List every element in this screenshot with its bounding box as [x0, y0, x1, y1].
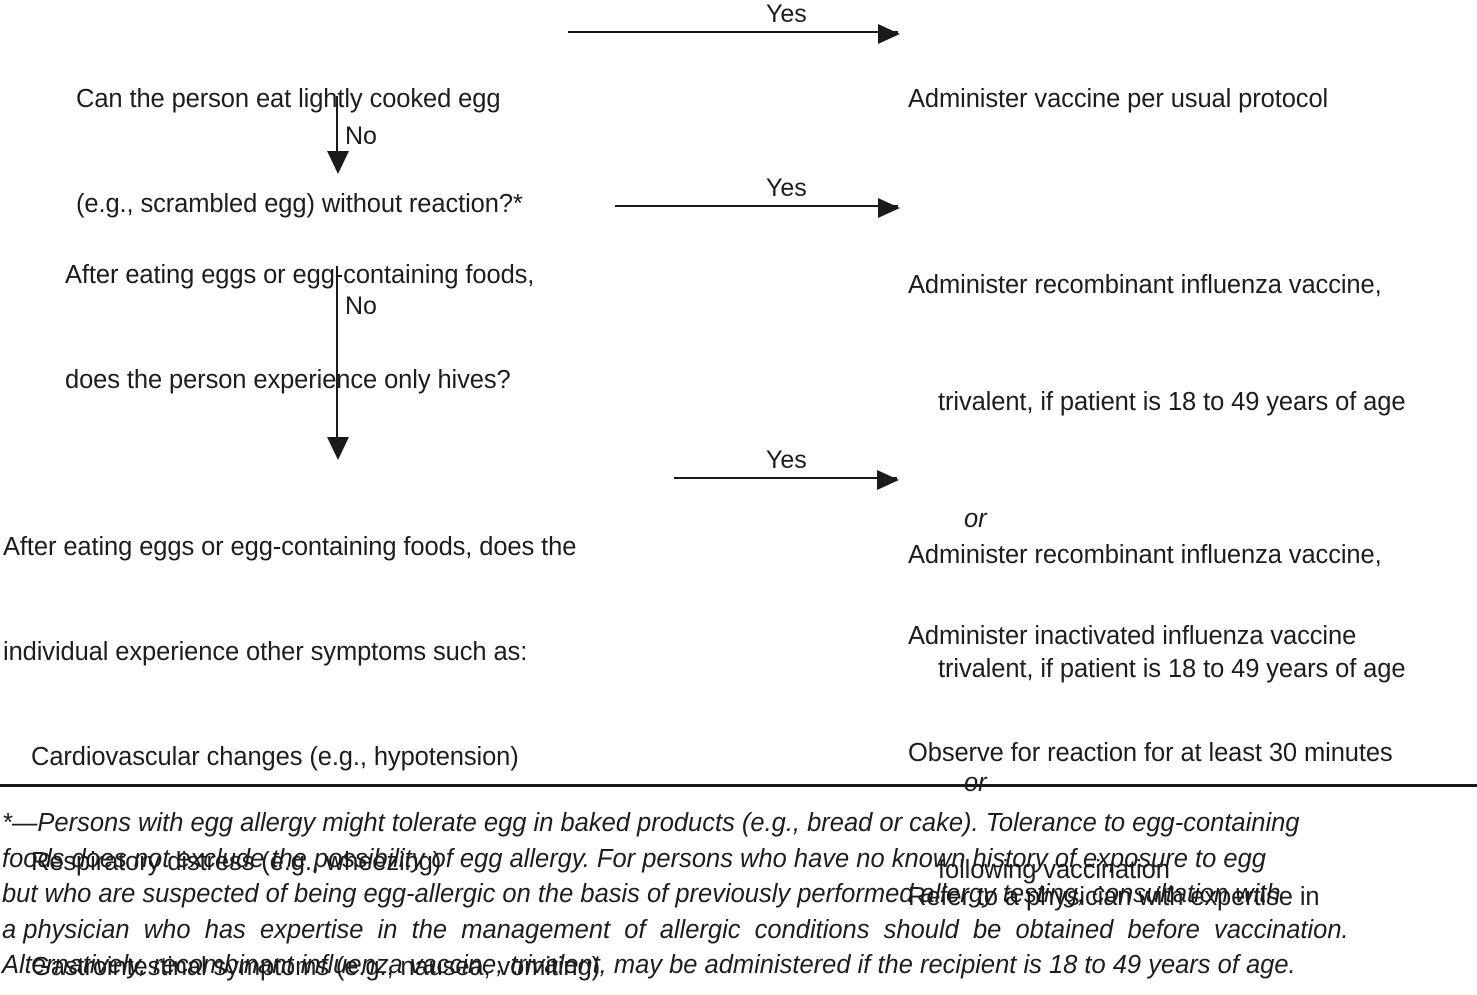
outcome-3-line-3: Refer to a physician with expertise in — [908, 883, 1320, 911]
question-1-line-2: (e.g., scrambled egg) without reaction?* — [76, 190, 523, 218]
question-3-line-2: individual experience other symptoms suc… — [3, 638, 528, 666]
footnote-line-5: Alternatively, recombinant influenza vac… — [2, 951, 1296, 979]
outcome-3-line-2: trivalent, if patient is 18 to 49 years … — [938, 655, 1406, 683]
outcome-2-node: Administer recombinant influenza vaccine… — [908, 188, 1406, 968]
edge-yes-2-label: Yes — [766, 174, 807, 202]
footnote-line-4: a physician who has expertise in the man… — [2, 915, 1349, 944]
symptom-item-2: Respiratory distress (e.g., wheezing) — [31, 848, 442, 876]
question-3-node: After eating eggs or egg-containing food… — [3, 460, 600, 995]
symptom-item-1: Cardiovascular changes (e.g., hypotensio… — [31, 743, 519, 771]
outcome-3-node: Administer recombinant influenza vaccine… — [908, 460, 1406, 995]
footnote-line-3: but who are suspected of being egg-aller… — [2, 880, 1281, 908]
edge-no-2-label: No — [345, 292, 377, 320]
question-3-line-1: After eating eggs or egg-containing food… — [3, 533, 577, 561]
outcome-2-line-2: trivalent, if patient is 18 to 49 years … — [938, 388, 1406, 416]
outcome-3-line-or: or — [964, 769, 987, 797]
outcome-1-line-1: Administer vaccine per usual protocol — [908, 85, 1329, 113]
outcome-2-line-or: or — [964, 505, 987, 533]
symptom-item-3: Gastrointestinal symptoms (e.g., nausea,… — [31, 953, 600, 981]
footnote-line-2: foods does not exclude the possibility o… — [2, 844, 1266, 873]
footnote-line-1: *—Persons with egg allergy might tolerat… — [2, 809, 1300, 837]
edge-no-1-label: No — [345, 122, 377, 150]
outcome-2-line-4: Observe for reaction for at least 30 min… — [908, 739, 1393, 767]
question-1-node: Can the person eat lightly cooked egg (e… — [76, 12, 523, 292]
outcome-1-node: Administer vaccine per usual protocol — [908, 12, 1328, 187]
outcome-2-line-1: Administer recombinant influenza vaccine… — [908, 271, 1382, 299]
question-2-line-1: After eating eggs or egg-containing food… — [65, 261, 535, 289]
edge-yes-1-label: Yes — [766, 0, 807, 28]
footnote-block: *—Persons with egg allergy might tolerat… — [2, 806, 1475, 984]
question-2-line-2: does the person experience only hives? — [65, 366, 511, 394]
footnote-divider — [0, 784, 1477, 787]
outcome-3-line-1: Administer recombinant influenza vaccine… — [908, 541, 1382, 569]
outcome-2-line-3: Administer inactivated influenza vaccine — [908, 622, 1357, 650]
edge-no-1-arrow — [327, 96, 349, 174]
outcome-2-line-5: following vaccination — [938, 856, 1170, 884]
question-1-line-1: Can the person eat lightly cooked egg — [76, 85, 501, 113]
edge-no-2-arrow — [327, 266, 349, 460]
edge-yes-2-arrow — [615, 198, 900, 218]
edge-yes-3-label: Yes — [766, 446, 807, 474]
edge-yes-1-arrow — [568, 24, 900, 44]
question-2-node: After eating eggs or egg-containing food… — [65, 188, 534, 468]
edge-yes-3-arrow — [674, 470, 899, 490]
